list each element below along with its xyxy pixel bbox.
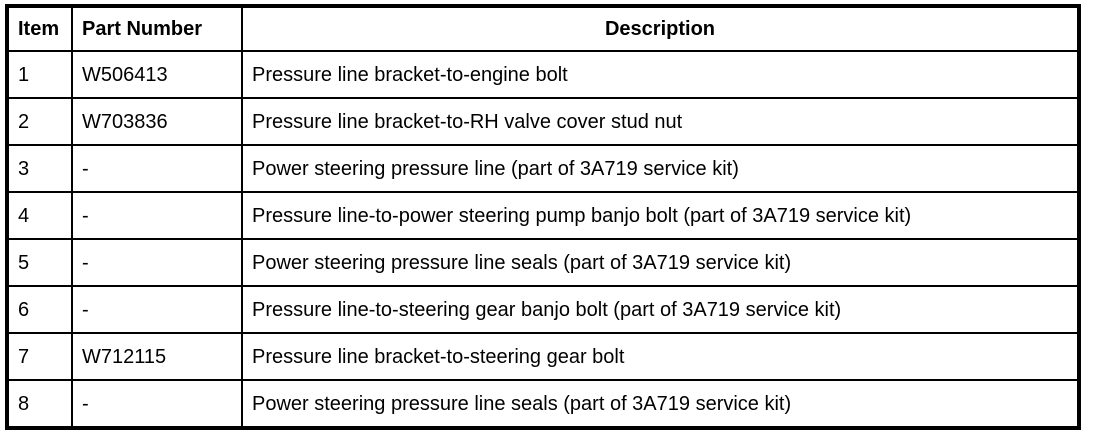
item-cell: 5 xyxy=(6,238,73,287)
description-cell: Pressure line-to-steering gear banjo bol… xyxy=(241,285,1080,334)
part-number-cell: W712115 xyxy=(71,332,243,381)
part-number-cell: - xyxy=(71,144,243,193)
part-number-cell: W506413 xyxy=(71,50,243,99)
part-number-cell: - xyxy=(71,285,243,334)
column-header-description: Description xyxy=(241,5,1080,52)
parts-table: Item Part Number Description 1 W506413 P… xyxy=(5,4,1081,430)
part-number-cell: W703836 xyxy=(71,97,243,146)
table-row: 5 - Power steering pressure line seals (… xyxy=(6,238,1080,287)
item-cell: 7 xyxy=(6,332,73,381)
part-number-cell: - xyxy=(71,379,243,429)
description-cell: Pressure line bracket-to-RH valve cover … xyxy=(241,97,1080,146)
item-cell: 2 xyxy=(6,97,73,146)
table-row: 7 W712115 Pressure line bracket-to-steer… xyxy=(6,332,1080,381)
part-number-cell: - xyxy=(71,238,243,287)
item-cell: 6 xyxy=(6,285,73,334)
table-row: 6 - Pressure line-to-steering gear banjo… xyxy=(6,285,1080,334)
item-cell: 3 xyxy=(6,144,73,193)
parts-table-body: 1 W506413 Pressure line bracket-to-engin… xyxy=(6,50,1080,429)
table-row: 2 W703836 Pressure line bracket-to-RH va… xyxy=(6,97,1080,146)
description-cell: Power steering pressure line seals (part… xyxy=(241,379,1080,429)
table-row: 3 - Power steering pressure line (part o… xyxy=(6,144,1080,193)
table-row: 4 - Pressure line-to-power steering pump… xyxy=(6,191,1080,240)
item-cell: 8 xyxy=(6,379,73,429)
description-cell: Pressure line bracket-to-engine bolt xyxy=(241,50,1080,99)
part-number-cell: - xyxy=(71,191,243,240)
item-cell: 1 xyxy=(6,50,73,99)
column-header-part-number: Part Number xyxy=(71,5,243,52)
description-cell: Pressure line bracket-to-steering gear b… xyxy=(241,332,1080,381)
description-cell: Power steering pressure line (part of 3A… xyxy=(241,144,1080,193)
description-cell: Power steering pressure line seals (part… xyxy=(241,238,1080,287)
table-row: 1 W506413 Pressure line bracket-to-engin… xyxy=(6,50,1080,99)
header-row: Item Part Number Description xyxy=(6,5,1080,52)
description-cell: Pressure line-to-power steering pump ban… xyxy=(241,191,1080,240)
item-cell: 4 xyxy=(6,191,73,240)
column-header-item: Item xyxy=(6,5,73,52)
table-row: 8 - Power steering pressure line seals (… xyxy=(6,379,1080,429)
